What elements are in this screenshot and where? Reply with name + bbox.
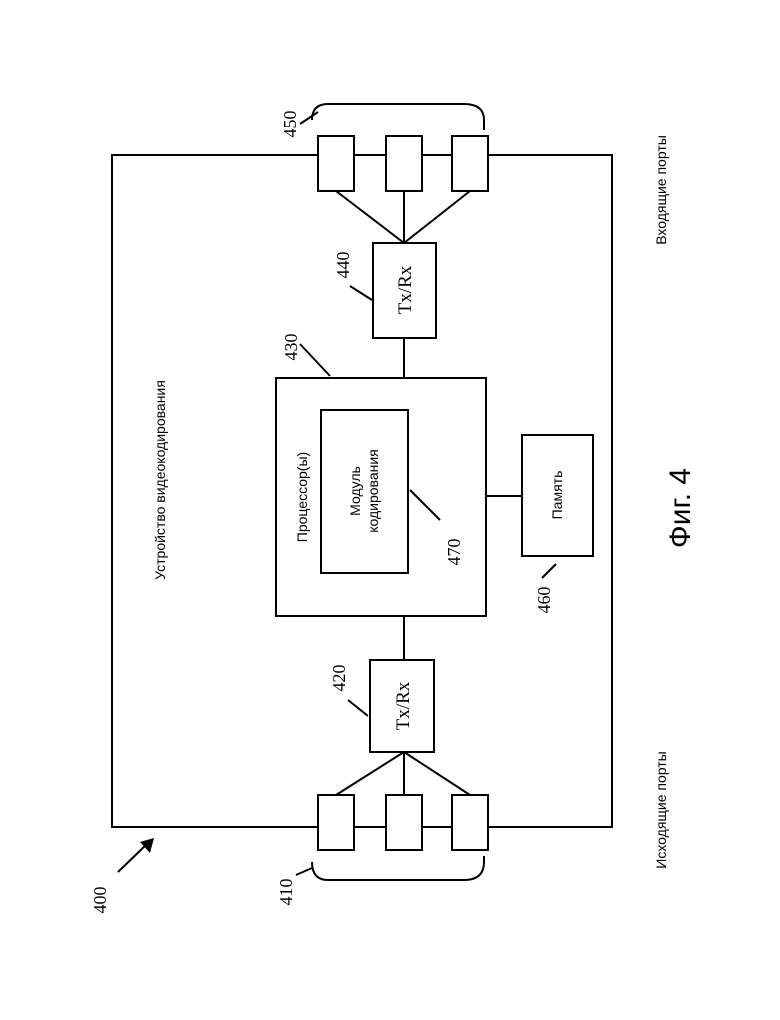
processor-label: Процессор(ы) xyxy=(294,452,310,542)
txrx-bottom-label: Tx/Rx xyxy=(393,681,414,730)
coding-module-label-line2: кодирования xyxy=(365,449,381,533)
ref-470: 470 xyxy=(444,539,464,566)
egress-port-1 xyxy=(318,795,354,850)
ref-400: 400 xyxy=(90,887,110,914)
ref-430: 430 xyxy=(281,334,301,361)
egress-port-2 xyxy=(386,795,422,850)
ref-410: 410 xyxy=(276,879,296,906)
coding-module-label-line1: Модуль xyxy=(347,466,363,516)
device-label: Устройство видеокодирования xyxy=(152,380,168,580)
ingress-port-1 xyxy=(318,136,354,191)
leader-450 xyxy=(300,112,318,124)
device-arrow-line xyxy=(118,845,146,872)
ingress-ports-brace xyxy=(312,104,484,130)
ingress-port-2 xyxy=(386,136,422,191)
ref-450: 450 xyxy=(280,111,300,138)
egress-port-3 xyxy=(452,795,488,850)
egress-ports-brace xyxy=(312,856,484,880)
ref-440: 440 xyxy=(333,252,353,279)
ref-460: 460 xyxy=(534,587,554,614)
memory-label: Память xyxy=(549,471,565,520)
ingress-ports-label: Входящие порты xyxy=(653,135,669,245)
ref-420: 420 xyxy=(329,665,349,692)
device-arrow-head xyxy=(140,838,154,853)
figure-caption: Фиг. 4 xyxy=(664,468,697,548)
egress-ports-label: Исходящие порты xyxy=(653,751,669,868)
leader-410 xyxy=(296,868,312,875)
txrx-top-label: Tx/Rx xyxy=(395,265,416,314)
ingress-port-3 xyxy=(452,136,488,191)
